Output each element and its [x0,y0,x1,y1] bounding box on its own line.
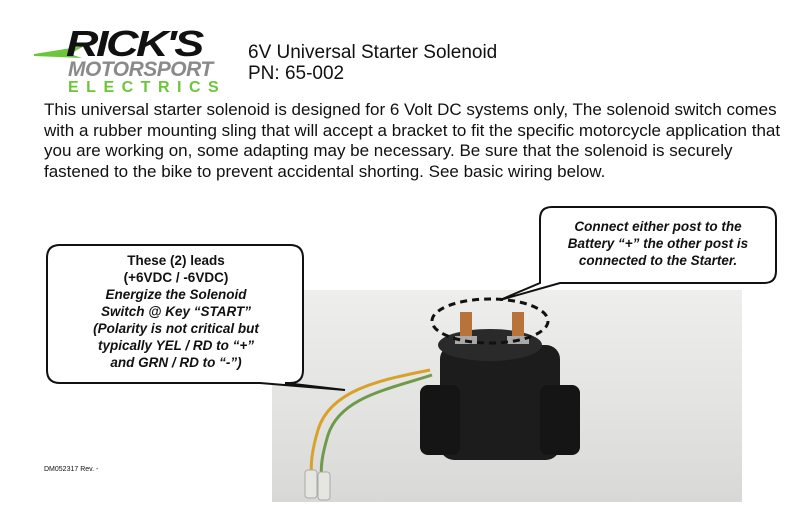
logo-bolt-icon [34,46,84,58]
terminal-post [512,312,524,342]
callout-line: connected to the Starter. [578,253,738,268]
green-lead [319,373,433,483]
document-id: DM052317 Rev. - [44,466,99,473]
logo-ricks: RICK'S [66,23,204,64]
mounting-sling [540,385,580,455]
logo-motorsport: MOTORSPORT [68,58,213,81]
product-title: 6V Universal Starter Solenoid [248,42,498,63]
terminal-post [460,312,472,342]
lead-connector [304,469,318,499]
description-paragraph: This universal starter solenoid is desig… [44,100,781,181]
callout-leads: These (2) leads (+6VDC / -6VDC) Energize… [52,252,300,371]
callout-line: and GRN / RD to “-”) [110,355,242,370]
callout-line: Switch @ Key “START” [101,304,251,319]
callout-line: (Polarity is not critical but [93,321,259,336]
callout-posts: Connect either post to the Battery “+” t… [542,218,774,269]
mounting-sling [420,385,460,455]
part-number: PN: 65-002 [248,63,345,84]
callout-line: Battery “+” the other post is [567,236,749,251]
callout-line: (+6VDC / -6VDC) [123,270,229,285]
callout-line: Energize the Solenoid [105,287,247,302]
callout-line: Connect either post to the [574,219,742,234]
callout-line: These (2) leads [127,253,225,268]
yellow-lead [309,368,431,481]
solenoid-cap [438,329,542,361]
posts-highlight [430,297,550,345]
logo-electrics: ELECTRICS [68,79,227,96]
callout-line: typically YEL / RD to “+” [98,338,254,353]
callout-leads-bubble [46,244,346,391]
document-header: 6V Universal Starter Solenoid PN: 65-002 [248,42,497,84]
solenoid-body [440,345,560,460]
callout-posts-bubble [499,206,777,301]
lead-connector [317,471,331,501]
